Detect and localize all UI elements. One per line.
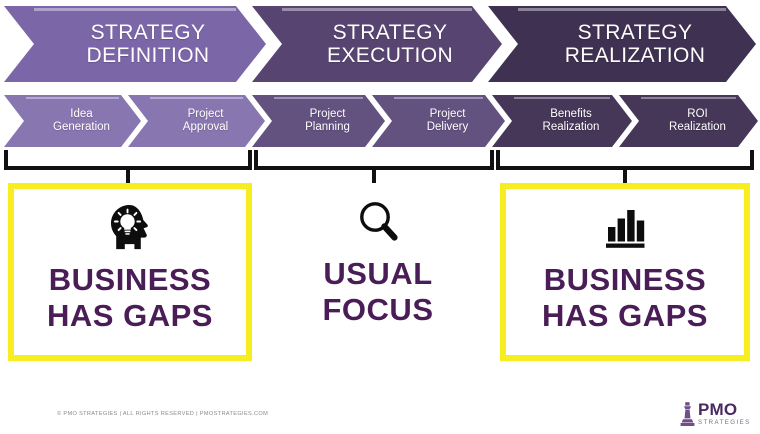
chevron-highlight-strip (34, 8, 236, 11)
chevron-highlight-strip (641, 97, 736, 99)
subphase-label: Project Planning (305, 107, 350, 133)
subphase-chevron-row: Idea Generation Project Approval Project… (0, 95, 760, 147)
phase-chevron-strategy-execution[interactable]: STRATEGY EXECUTION (252, 6, 502, 82)
chevron-highlight-strip (274, 97, 363, 99)
panel-heading: BUSINESS HAS GAPS (47, 262, 213, 333)
head-lightbulb-glyph (111, 205, 148, 250)
bar-chart-glyph (606, 210, 645, 248)
bracket-strategy-realization (496, 150, 754, 170)
logo-secondary-text: STRATEGIES (698, 418, 751, 426)
phase-chevron-strategy-definition[interactable]: STRATEGY DEFINITION (4, 6, 266, 82)
subphase-label: Idea Generation (53, 107, 110, 133)
panel-business-has-gaps-left[interactable]: BUSINESS HAS GAPS (8, 183, 252, 361)
phase-label: STRATEGY REALIZATION (564, 21, 706, 67)
bar-chart-icon (602, 202, 648, 254)
chevron-highlight-strip (394, 97, 483, 99)
phase-chevron-strategy-realization[interactable]: STRATEGY REALIZATION (488, 6, 756, 82)
magnifier-icon (357, 196, 399, 248)
subphase-chevron-project-planning[interactable]: Project Planning (252, 95, 385, 147)
panel-heading: BUSINESS HAS GAPS (542, 262, 708, 333)
panel-usual-focus[interactable]: USUAL FOCUS (288, 183, 468, 361)
panel-heading: USUAL FOCUS (322, 256, 434, 327)
head-lightbulb-icon (107, 202, 153, 254)
chevron-highlight-strip (514, 97, 610, 99)
subphase-label: Project Delivery (426, 107, 469, 133)
subphase-label: Project Approval (182, 107, 229, 133)
chevron-highlight-strip (282, 8, 472, 11)
bracket-strategy-definition (4, 150, 252, 170)
magnifier-glyph (360, 202, 398, 241)
subphase-chevron-roi-realization[interactable]: ROI Realization (619, 95, 758, 147)
chevron-highlight-strip (26, 97, 119, 99)
bracket-strategy-execution (254, 150, 494, 170)
phase-label: STRATEGY DEFINITION (86, 21, 210, 67)
panel-business-has-gaps-right[interactable]: BUSINESS HAS GAPS (500, 183, 750, 361)
subphase-chevron-benefits-realization[interactable]: Benefits Realization (492, 95, 632, 147)
pmo-pillar-icon (680, 402, 695, 426)
subphase-chevron-project-approval[interactable]: Project Approval (128, 95, 265, 147)
logo-primary-text: PMO (698, 399, 738, 419)
subphase-label: Benefits Realization (542, 107, 600, 133)
logo-wordmark: PMO STRATEGIES (698, 399, 751, 427)
bracket-svg (4, 150, 754, 189)
bracket-connectors (0, 146, 760, 190)
phase-label: STRATEGY EXECUTION (326, 21, 454, 67)
chevron-highlight-strip (150, 97, 243, 99)
subphase-chevron-project-delivery[interactable]: Project Delivery (372, 95, 505, 147)
pmo-strategies-logo: PMO STRATEGIES (679, 399, 757, 429)
subphase-chevron-idea-generation[interactable]: Idea Generation (4, 95, 141, 147)
subphase-label: ROI Realization (669, 107, 726, 133)
phase-chevron-row: STRATEGY DEFINITION STRATEGY EXECUTION S… (0, 6, 760, 82)
outcome-panels: BUSINESS HAS GAPS USUAL FOCUS (0, 183, 760, 361)
copyright-text: © PMO STRATEGIES | ALL RIGHTS RESERVED |… (57, 411, 269, 417)
chevron-highlight-strip (518, 8, 726, 11)
